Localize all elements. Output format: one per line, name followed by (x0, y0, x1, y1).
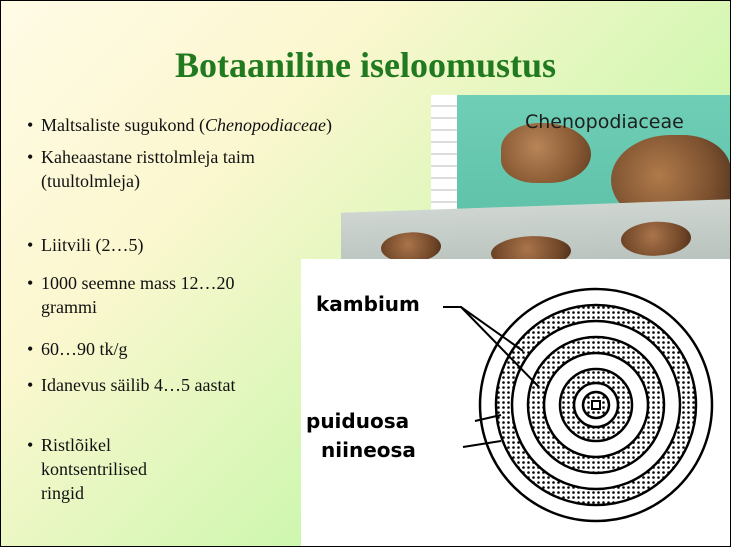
bullet-text: Liitvili (2…5) (41, 235, 144, 255)
niineosa-line (462, 440, 502, 448)
rings (478, 287, 714, 523)
bullet-text: 60…90 tk/g (41, 339, 128, 359)
bullet-item: • Idanevus säilib 4…5 aastat (27, 373, 281, 397)
bullet-item: • Maltsaliste sugukond (Chenopodiaceae) (27, 113, 501, 137)
bullet-item: • Liitvili (2…5) (27, 233, 301, 257)
bullet-text: Ristlõikel kontsentrilised ringid (41, 435, 147, 503)
bullet-dot: • (27, 375, 34, 395)
label-niineosa: niineosa (321, 438, 416, 462)
bullet-dot: • (27, 147, 34, 167)
bullet-text: ) (325, 115, 332, 135)
bullet-dot: • (27, 235, 34, 255)
label-kambium: kambium (316, 292, 420, 316)
seed-cluster-image (501, 123, 591, 183)
kambium-line-2 (460, 306, 540, 388)
bullet-dot: • (27, 435, 34, 455)
puiduosa-line (474, 414, 502, 422)
seed-image (621, 220, 691, 258)
concentric-rings-graphic (443, 287, 714, 523)
bullet-italic: Chenopodiaceae (205, 115, 326, 135)
label-puiduosa: puiduosa (306, 409, 410, 433)
bullet-item: • 60…90 tk/g (27, 337, 301, 361)
bullet-dot: • (27, 115, 34, 135)
bullet-dot: • (27, 273, 34, 293)
bullet-item: • Ristlõikel kontsentrilised ringid (27, 433, 191, 505)
bullet-text: Idanevus säilib 4…5 aastat (41, 375, 236, 395)
bullet-text: 1000 seemne mass 12…20 grammi (41, 273, 235, 317)
bullet-text: Maltsaliste sugukond ( (41, 115, 205, 135)
cross-section-diagram: kambium puiduosa niineosa (301, 259, 730, 546)
bullet-item: • Kaheaastane risttolmleja taim (tuultol… (27, 145, 321, 193)
bullet-text: Kaheaastane risttolmleja taim (tuultolml… (41, 147, 255, 191)
ruler-image (431, 95, 457, 215)
photo-caption: Chenopodiaceae (525, 111, 684, 133)
bullet-dot: • (27, 339, 34, 359)
slide-title: Botaaniline iseloomustus (174, 45, 557, 85)
leader-lines (443, 306, 540, 448)
center-square (591, 400, 601, 410)
bullet-item: • 1000 seemne mass 12…20 grammi (27, 271, 251, 319)
